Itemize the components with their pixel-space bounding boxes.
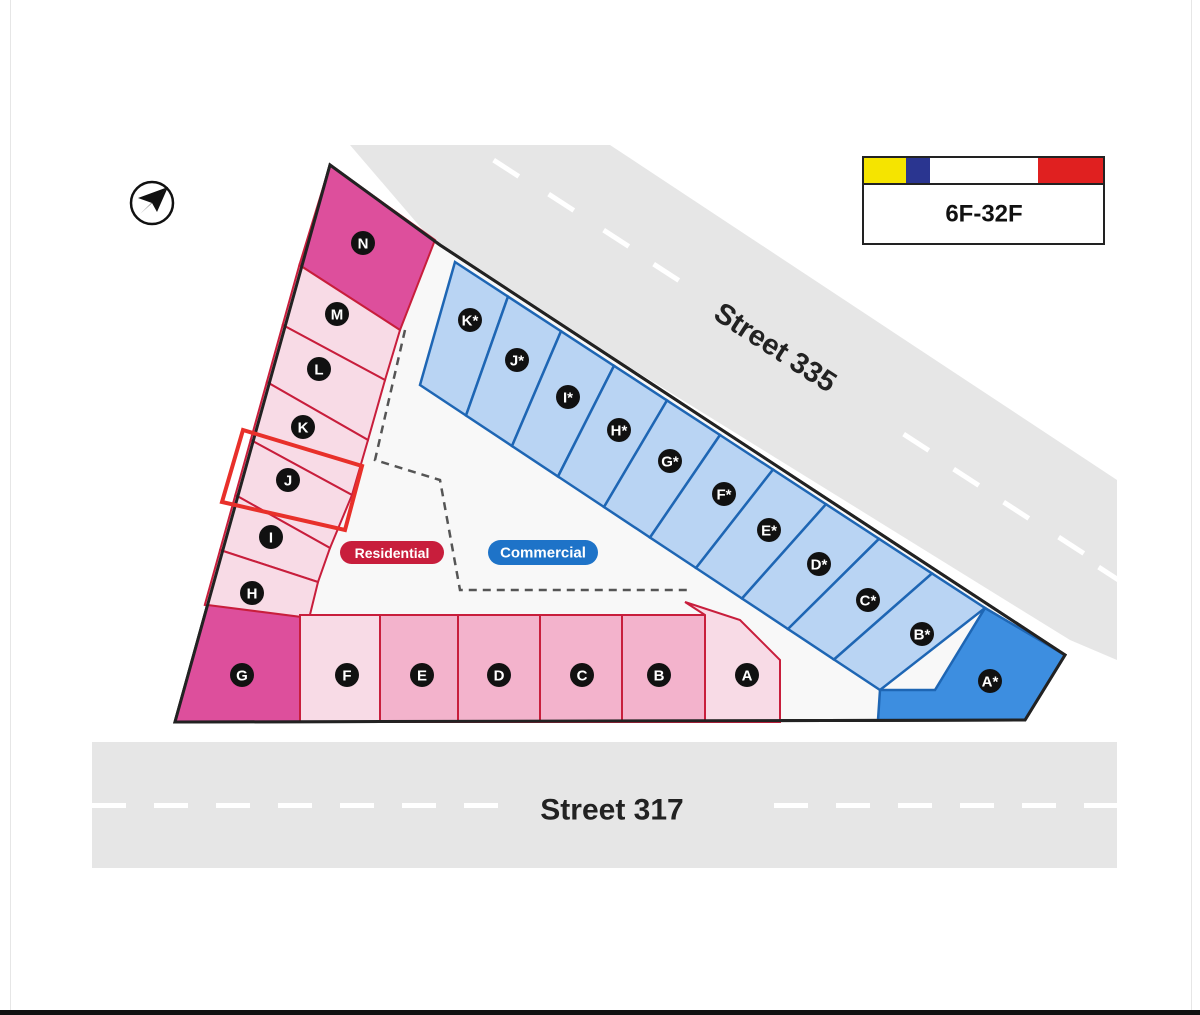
residential-zone-label: Residential <box>340 541 444 564</box>
unit-marker-F*[interactable]: F* <box>712 482 736 506</box>
bottom-bar <box>0 1010 1200 1015</box>
unit-marker-J*[interactable]: J* <box>505 348 529 372</box>
unit-marker-N[interactable]: N <box>351 231 375 255</box>
unit-label: E* <box>761 523 777 540</box>
lane-dash <box>154 803 188 808</box>
unit-marker-M[interactable]: M <box>325 302 349 326</box>
floor-legend: 6F-32F <box>862 156 1105 245</box>
lane-dash <box>402 803 436 808</box>
unit-label: H <box>247 586 258 603</box>
unit-label: B <box>654 668 665 685</box>
unit-label: J <box>284 473 292 490</box>
lane-dash <box>902 431 931 453</box>
lane-dash <box>774 803 808 808</box>
unit-label: B* <box>914 627 931 644</box>
unit-marker-B*[interactable]: B* <box>910 622 934 646</box>
lane-dashes <box>92 157 1126 808</box>
lane-dash <box>960 803 994 808</box>
lane-dash <box>1057 535 1086 556</box>
unit-label: N <box>358 236 369 253</box>
unit-marker-D*[interactable]: D* <box>807 552 831 576</box>
street-317-label: Street 317 <box>540 794 683 827</box>
lane-dash <box>216 803 250 808</box>
unit-label: F* <box>717 487 732 504</box>
units: N M L K J I H G F E D C B A K* J* I* H* G* F* E* D* C* B* A* <box>173 163 1067 723</box>
unit-marker-G[interactable]: G <box>230 663 254 687</box>
unit-label: J* <box>510 353 524 370</box>
street-317-road <box>92 742 1117 868</box>
commercial-text: Commercial <box>500 545 586 562</box>
lane-dash <box>602 227 631 249</box>
unit-marker-I*[interactable]: I* <box>556 385 580 409</box>
unit-marker-H[interactable]: H <box>240 581 264 605</box>
building-outline-stroke <box>173 162 1068 724</box>
unit-label: M <box>331 307 344 324</box>
selected-unit-highlight <box>219 427 365 533</box>
lane-dash <box>92 803 126 808</box>
unit-marker-H*[interactable]: H* <box>607 418 631 442</box>
unit-marker-E[interactable]: E <box>410 663 434 687</box>
unit-label: C* <box>860 593 877 610</box>
unit-label: K <box>298 420 309 437</box>
unit-label: E <box>417 668 427 685</box>
lane-dash <box>1002 499 1031 521</box>
unit-label: D* <box>811 557 828 574</box>
unit-label: F <box>342 668 351 685</box>
unit-marker-I[interactable]: I <box>259 525 283 549</box>
unit-marker-G*[interactable]: G* <box>658 449 682 473</box>
unit-marker-K[interactable]: K <box>291 415 315 439</box>
lane-dash <box>836 803 870 808</box>
lane-dash <box>492 157 521 179</box>
lane-dash <box>952 466 981 488</box>
lane-dash <box>1084 803 1118 808</box>
unit-label: C <box>577 668 588 685</box>
lane-dash <box>464 803 498 808</box>
unit-C[interactable] <box>539 614 623 723</box>
unit-marker-L[interactable]: L <box>307 357 331 381</box>
lane-dash <box>898 803 932 808</box>
unit-marker-C*[interactable]: C* <box>856 588 880 612</box>
unit-label: A* <box>982 674 999 691</box>
unit-marker-D[interactable]: D <box>487 663 511 687</box>
lane-dash <box>1097 564 1126 586</box>
lane-dash <box>278 803 312 808</box>
unit-marker-C[interactable]: C <box>570 663 594 687</box>
core-outline <box>373 329 690 592</box>
residential-text: Residential <box>355 545 430 561</box>
lane-dash <box>340 803 374 808</box>
unit-marker-J[interactable]: J <box>276 468 300 492</box>
lane-dash <box>652 261 681 283</box>
unit-label: I* <box>563 390 573 407</box>
unit-label: D <box>494 668 505 685</box>
unit-label: A <box>742 668 753 685</box>
unit-marker-A[interactable]: A <box>735 663 759 687</box>
north-arrow-icon <box>129 180 175 226</box>
lane-dash <box>1022 803 1056 808</box>
unit-label: K* <box>462 313 479 330</box>
unit-label: G <box>236 668 248 685</box>
commercial-zone-label: Commercial <box>488 540 598 565</box>
unit-label: G* <box>661 454 679 471</box>
unit-marker-E*[interactable]: E* <box>757 518 781 542</box>
unit-label: H* <box>611 423 628 440</box>
unit-marker-K*[interactable]: K* <box>458 308 482 332</box>
unit-marker-F[interactable]: F <box>335 663 359 687</box>
unit-label: I <box>269 530 273 547</box>
lane-dash <box>547 192 576 213</box>
floor-range: 6F-32F <box>945 201 1022 228</box>
street-335-road <box>350 145 1117 660</box>
unit-marker-A*[interactable]: A* <box>978 669 1002 693</box>
unit-marker-B[interactable]: B <box>647 663 671 687</box>
unit-label: L <box>314 362 323 379</box>
